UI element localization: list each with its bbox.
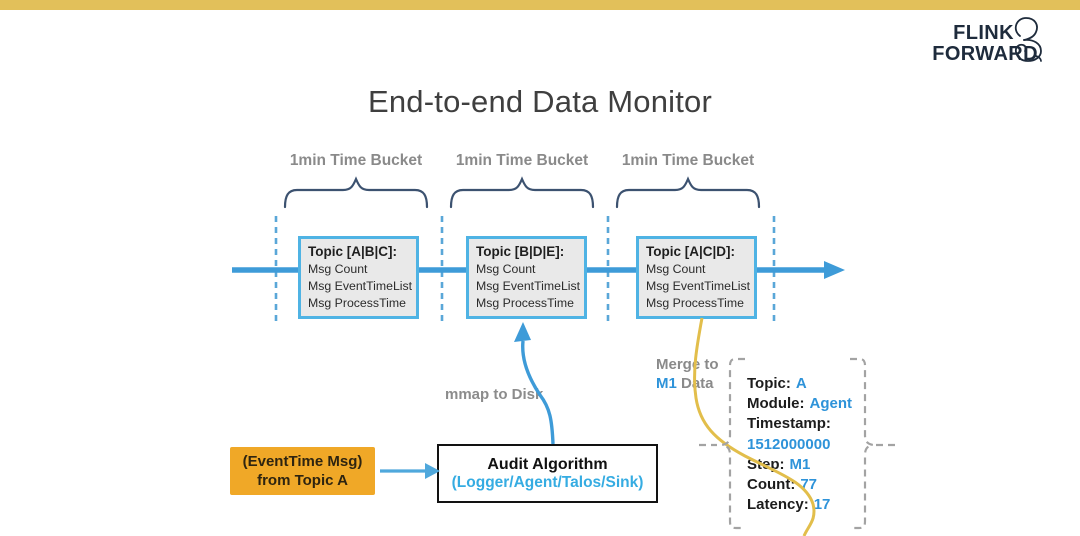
topic-box-title: Topic [B|D|E]:	[476, 244, 565, 259]
squirrel-icon	[1014, 17, 1042, 62]
event-msg-line2: from Topic A	[257, 472, 348, 489]
mmap-to-disk-label: mmap to Disk	[445, 386, 544, 403]
logo-text-forward: FORWARD	[932, 43, 1038, 65]
m1-record-brackets	[699, 357, 897, 530]
time-bucket-label-3: 1min Time Bucket	[621, 152, 755, 169]
event-to-audit-arrow	[380, 463, 440, 479]
topic-box-line: Msg EventTimeList	[646, 278, 751, 293]
topic-box-bde: Topic [B|D|E]: Msg Count Msg EventTimeLi…	[466, 236, 587, 319]
time-bucket-label-2: 1min Time Bucket	[455, 152, 589, 169]
record-row-latency: Latency:17	[747, 496, 831, 514]
topic-box-line: Msg Count	[646, 262, 706, 276]
topic-box-abc: Topic [A|B|C]: Msg Count Msg EventTimeLi…	[298, 236, 419, 319]
merge-label-line2: M1 Data	[656, 374, 719, 393]
logo-text-flink: FLINK	[953, 22, 1014, 44]
topic-box-acd: Topic [A|C|D]: Msg Count Msg EventTimeLi…	[636, 236, 757, 319]
topic-box-line: Msg ProcessTime	[308, 295, 406, 310]
merge-rest: Data	[676, 375, 714, 392]
topic-box-line: Msg Count	[476, 262, 536, 276]
audit-algorithm-box: Audit Algorithm (Logger/Agent/Talos/Sink…	[437, 444, 658, 503]
event-msg-line1: (EventTime Msg)	[242, 453, 363, 470]
merge-flow-curve	[693, 317, 816, 536]
slide-title: End-to-end Data Monitor	[367, 84, 713, 119]
merge-m1: M1	[656, 375, 677, 392]
bucket-brace-icons	[283, 176, 761, 209]
topic-box-line: Msg ProcessTime	[476, 295, 574, 310]
topic-box-line: Msg Count	[308, 262, 368, 276]
topic-box-line: Msg ProcessTime	[646, 295, 744, 310]
record-row-module: Module:Agent	[747, 395, 852, 413]
topic-box-line: Msg EventTimeList	[476, 278, 581, 293]
event-msg-box: (EventTime Msg) from Topic A	[230, 447, 375, 495]
flink-forward-logo: FLINK FORWARD	[907, 14, 1052, 72]
record-row-timestamp-value: 1512000000	[747, 435, 831, 453]
record-row-timestamp-label: Timestamp:	[747, 415, 831, 433]
audit-box-subtitle: (Logger/Agent/Talos/Sink)	[451, 474, 644, 491]
topic-box-title: Topic [A|B|C]:	[308, 244, 398, 259]
dashed-bucket-dividers	[274, 216, 776, 325]
disk-flow-curve	[514, 322, 555, 445]
merge-label: Merge to M1 Data	[656, 355, 719, 393]
audit-box-title: Audit Algorithm	[487, 456, 608, 473]
record-row-topic: Topic:A	[747, 375, 807, 392]
topic-box-line: Msg EventTimeList	[308, 278, 413, 293]
merge-label-line1: Merge to	[656, 356, 719, 373]
m1-record: Topic:A Module:Agent Timestamp: 15120000…	[747, 374, 852, 515]
top-accent-bar	[0, 0, 1080, 10]
time-bucket-label-1: 1min Time Bucket	[289, 152, 423, 169]
topic-box-title: Topic [A|C|D]:	[646, 244, 736, 259]
